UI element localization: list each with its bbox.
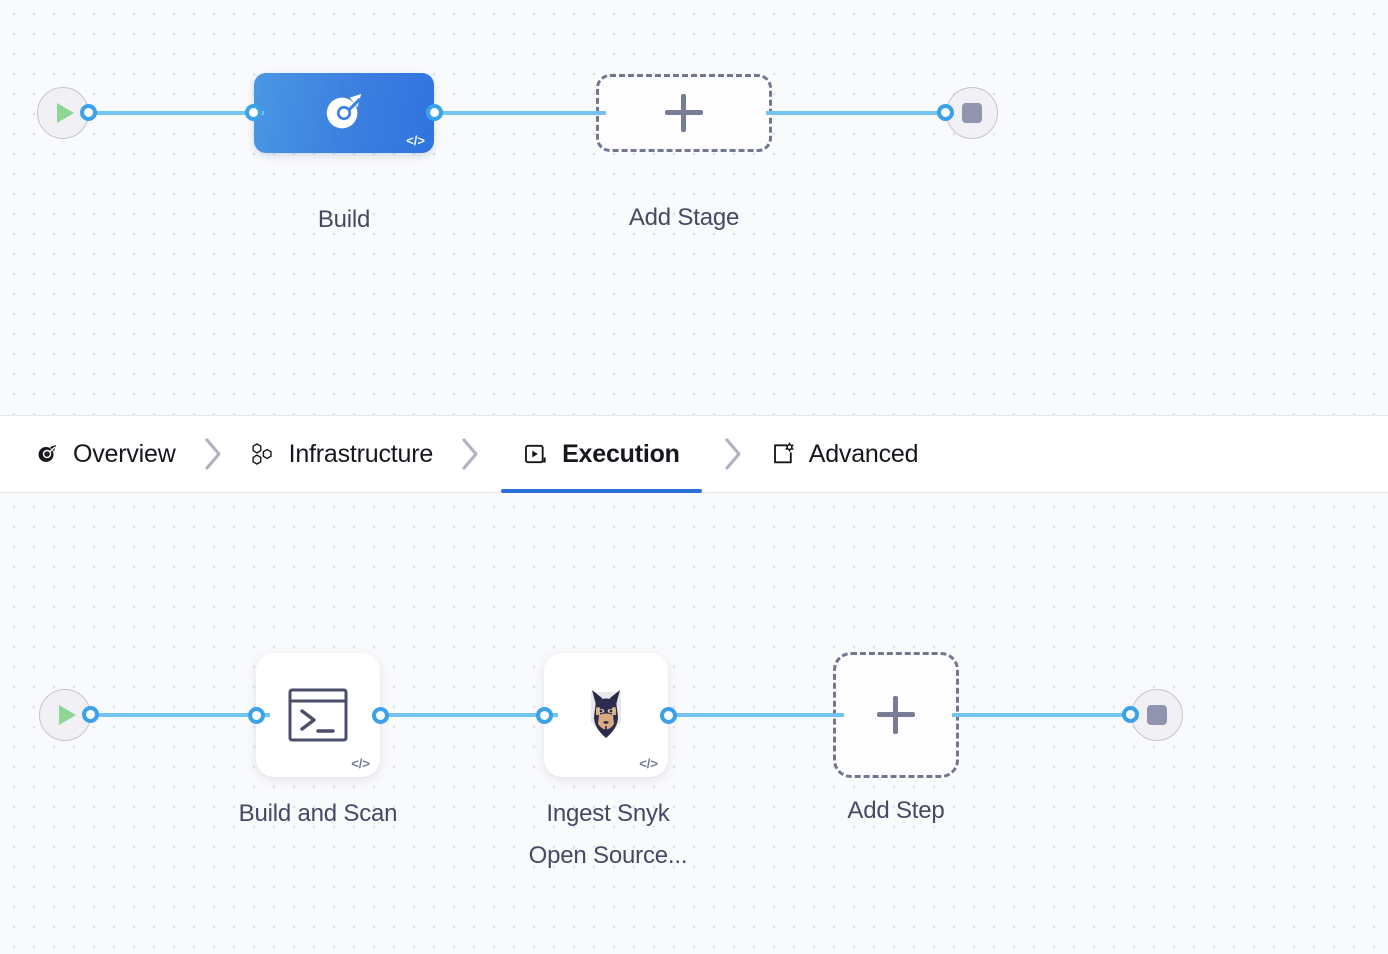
- stage-config-tabbar: Overview Infrastructure: [0, 415, 1388, 493]
- tab-execution-label: Execution: [562, 439, 680, 468]
- step-build-and-scan-input-port[interactable]: [248, 707, 265, 724]
- edge-start-to-build: [92, 111, 264, 115]
- terminal-icon: [288, 688, 348, 742]
- plus-icon: [665, 94, 703, 132]
- step-ingest-snyk-body[interactable]: </>: [544, 653, 668, 777]
- ci-build-icon: [326, 93, 362, 129]
- tab-advanced-label: Advanced: [808, 439, 919, 468]
- tab-infrastructure[interactable]: Infrastructure: [244, 416, 439, 492]
- edge-addstep-to-end: [952, 713, 1130, 717]
- step-build-and-scan-output-port[interactable]: [372, 707, 389, 724]
- edge-start-to-buildscan: [94, 713, 270, 717]
- chevron-right-icon: [182, 437, 244, 471]
- add-step-box[interactable]: [833, 652, 959, 778]
- chevron-right-icon-3: [702, 437, 764, 471]
- square-gear-icon: [770, 441, 796, 467]
- tab-advanced[interactable]: Advanced: [764, 416, 925, 492]
- stage-build-body[interactable]: </>: [254, 73, 434, 153]
- stop-icon: [962, 103, 982, 123]
- pipeline-start-node[interactable]: [37, 87, 97, 139]
- play-icon: [57, 103, 74, 123]
- edge-addstage-to-end: [766, 111, 944, 115]
- step-start-node-port[interactable]: [82, 706, 99, 723]
- stage-build-input-port[interactable]: [245, 104, 262, 121]
- edge-build-to-addstage: [428, 111, 606, 115]
- tab-infrastructure-label: Infrastructure: [288, 439, 434, 468]
- add-stage-box[interactable]: [596, 74, 772, 152]
- step-ingest-snyk-input-port[interactable]: [536, 707, 553, 724]
- stage-build-output-port[interactable]: [426, 104, 443, 121]
- edge-snyk-to-addstep: [664, 713, 844, 717]
- play-box-icon: [523, 441, 549, 467]
- start-node-port[interactable]: [80, 104, 97, 121]
- snyk-doberman-icon: [591, 690, 621, 738]
- tab-overview[interactable]: Overview: [28, 416, 182, 492]
- pipeline-end-node[interactable]: [937, 87, 998, 139]
- step-ingest-snyk-code-badge: </>: [639, 756, 658, 771]
- step-ingest-snyk-caption: Ingest Snyk Open Source...: [528, 800, 688, 869]
- step-end-node-circle[interactable]: [1131, 689, 1183, 741]
- end-node-circle[interactable]: [946, 87, 998, 139]
- chevron-right-icon-2: [439, 437, 501, 471]
- tab-execution[interactable]: Execution: [501, 416, 702, 493]
- add-stage-caption: Add Stage: [628, 204, 740, 231]
- step-end-node[interactable]: [1122, 689, 1183, 741]
- end-node-port[interactable]: [937, 104, 954, 121]
- step-graph-panel: </> Build and Scan: [0, 493, 1388, 954]
- step-build-and-scan-code-badge: </>: [351, 756, 370, 771]
- edge-buildscan-to-snyk: [378, 713, 558, 717]
- hexagon-cluster-icon: [250, 441, 276, 467]
- add-step-caption: Add Step: [847, 797, 945, 824]
- step-build-and-scan-body[interactable]: </>: [256, 653, 380, 777]
- stage-build-code-badge: </>: [406, 133, 425, 148]
- stage-build-caption: Build: [317, 206, 371, 233]
- step-build-and-scan-caption: Build and Scan: [238, 800, 398, 827]
- step-end-node-port[interactable]: [1122, 706, 1139, 723]
- play-icon: [59, 705, 76, 725]
- step-ingest-snyk-output-port[interactable]: [660, 707, 677, 724]
- plus-icon: [877, 696, 915, 734]
- stop-icon: [1147, 705, 1167, 725]
- tab-overview-label: Overview: [73, 439, 176, 468]
- step-start-node[interactable]: [39, 689, 99, 741]
- stage-graph-panel: </> Build Add Stage: [0, 0, 1388, 415]
- overview-pie-icon: [34, 441, 60, 467]
